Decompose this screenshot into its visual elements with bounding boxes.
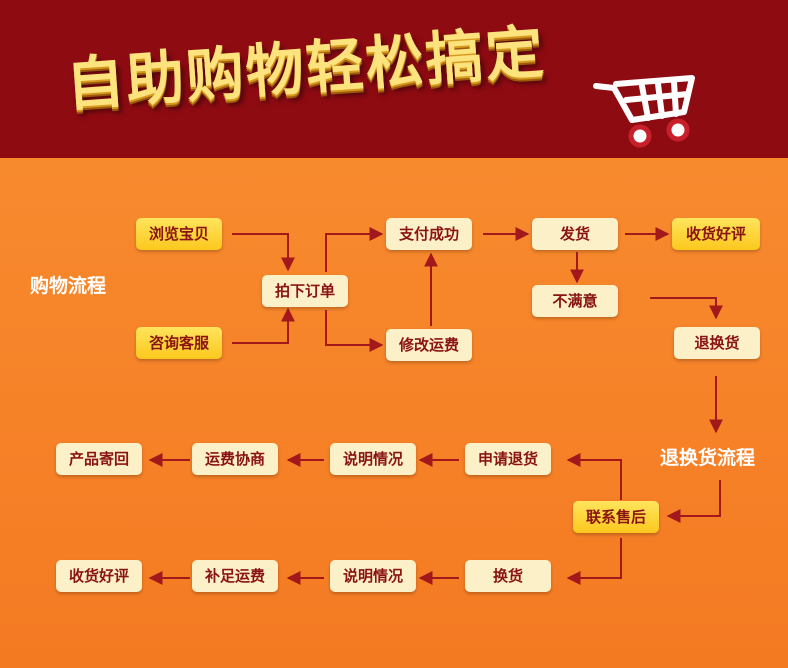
- arrow-contact-apply: [566, 453, 622, 500]
- node-shipping-negotiate: 运费协商: [192, 443, 278, 475]
- arrow-flow-contact: [666, 480, 721, 523]
- header-banner: 自助购物轻松搞定: [0, 0, 788, 158]
- arrow-consult-order: [232, 307, 295, 344]
- node-apply-return: 申请退货: [465, 443, 551, 475]
- label-return-flow: 退换货流程: [660, 447, 756, 469]
- node-consult: 咨询客服: [136, 327, 222, 359]
- node-contact-after-sales: 联系售后: [573, 501, 659, 533]
- node-supplement-shipping: 补足运费: [192, 560, 278, 592]
- node-explain-1: 说明情况: [330, 443, 416, 475]
- node-explain-2: 说明情况: [330, 560, 416, 592]
- node-product-return: 产品寄回: [56, 443, 142, 475]
- node-ship: 发货: [532, 218, 618, 250]
- node-return-exchange: 退换货: [674, 327, 760, 359]
- node-receive-review-1: 收货好评: [672, 218, 760, 250]
- node-modify-shipping: 修改运费: [386, 329, 472, 361]
- node-exchange: 换货: [465, 560, 551, 592]
- label-shopping-flow: 购物流程: [30, 275, 107, 297]
- node-order: 拍下订单: [262, 275, 348, 307]
- arrow-order-pay: [325, 227, 384, 272]
- node-receive-review-2: 收货好评: [56, 560, 142, 592]
- arrow-unsatisfied-return: [650, 297, 723, 320]
- arrow-contact-exchange: [566, 538, 622, 585]
- arrow-order-modify: [325, 310, 384, 352]
- node-unsatisfied: 不满意: [532, 285, 618, 317]
- node-browse: 浏览宝贝: [136, 218, 222, 250]
- shopping-cart-icon: [593, 75, 695, 148]
- node-pay-success: 支付成功: [386, 218, 472, 250]
- arrow-browse-order: [232, 233, 295, 272]
